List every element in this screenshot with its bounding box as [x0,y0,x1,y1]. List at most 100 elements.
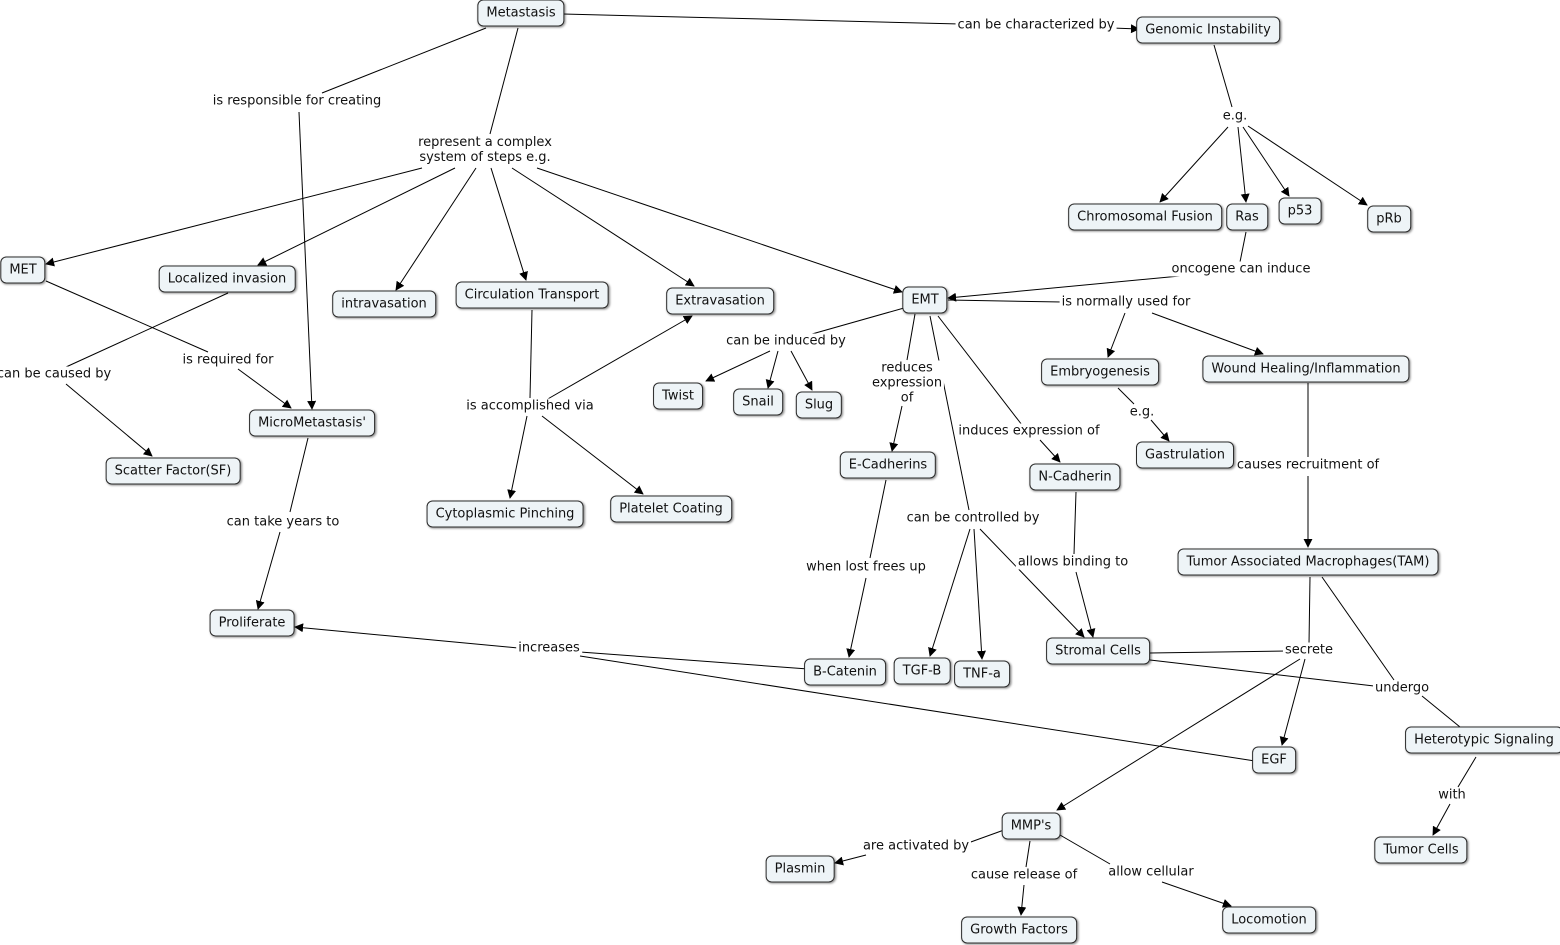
link-emt-normally [947,299,1063,303]
link-represent-extravasation [511,167,695,287]
node-genomic-instability[interactable]: Genomic Instability [1136,16,1280,44]
link-represent-emt [536,167,903,294]
link-induces-ncadherin [1039,439,1061,463]
link-embryogenesis-eg [1117,387,1135,405]
node-p53[interactable]: p53 [1278,197,1322,225]
link-emt-controlled [929,315,970,511]
node-platelet-coating[interactable]: Platelet Coating [610,495,732,523]
node-locomotion[interactable]: Locomotion [1222,906,1316,934]
label-can-be-controlled-by: can be controlled by [904,510,1042,526]
link-accomplished-extravasation [545,315,693,401]
node-micrometastasis[interactable]: MicroMetastasis' [249,409,375,437]
node-tnf-a[interactable]: TNF-a [954,660,1010,688]
node-prb[interactable]: pRb [1367,205,1411,233]
node-localized-invasion[interactable]: Localized invasion [158,265,296,293]
link-emt-reduces [906,313,916,361]
link-genomic-eg [1213,44,1233,108]
node-n-cadherin[interactable]: N-Cadherin [1029,463,1121,491]
link-required-micro [237,368,292,409]
node-circulation-transport[interactable]: Circulation Transport [455,281,609,309]
label-is-responsible-for-creating: is responsible for creating [210,93,384,109]
link-egf-increases [579,655,1256,762]
link-ncadherin-allows [1073,491,1077,555]
link-eg-ras [1237,126,1250,203]
label-can-be-characterized-by: can be characterized by [955,17,1117,33]
node-twist[interactable]: Twist [653,382,703,410]
label-can-take-years-to: can take years to [224,514,342,530]
node-emt[interactable]: EMT [902,286,948,314]
node-tam[interactable]: Tumor Associated Macrophages(TAM) [1177,548,1439,576]
label-oncogene-can-induce: oncogene can induce [1169,261,1313,277]
label-cause-release-of: cause release of [968,867,1080,883]
node-met[interactable]: MET [0,256,46,284]
label-secrete: secrete [1282,642,1336,658]
node-cytoplasmic-pinching[interactable]: Cytoplasmic Pinching [426,500,584,528]
link-metastasis-characterized [562,13,961,25]
link-activated-plasmin [834,854,867,866]
node-stromal-cells[interactable]: Stromal Cells [1046,637,1150,665]
link-cause-growth [1017,884,1027,916]
node-slug[interactable]: Slug [795,391,843,419]
link-heterotypic-with [1457,756,1477,788]
node-snail[interactable]: Snail [733,388,783,416]
node-mmps[interactable]: MMP's [1001,812,1061,840]
link-accomplished-platelet [541,415,644,495]
link-metastasis-represent [489,27,519,135]
link-allows-stromal [1075,571,1096,638]
label-represent-complex: represent a complex system of steps e.g. [416,135,554,165]
node-heterotypic-signaling[interactable]: Heterotypic Signaling [1405,726,1560,754]
link-tam-secrete [1308,576,1311,645]
link-mmps-cause [1025,840,1031,868]
link-eg-prb [1247,125,1368,206]
link-controlled-stromal [979,528,1085,638]
link-mmps-allow [1059,834,1111,865]
link-represent-met [45,167,423,267]
link-eg-chromosomal [1159,126,1229,203]
label-allow-cellular: allow cellular [1106,864,1196,880]
link-stromal-undergo [1149,659,1375,687]
link-secrete-mmps [1056,658,1301,811]
link-induced-twist [705,350,771,382]
link-metastasis-responsible [321,27,487,94]
link-eg-gastrulation [1150,419,1170,442]
node-ras[interactable]: Ras [1226,203,1268,231]
node-tumor-cells[interactable]: Tumor Cells [1374,836,1468,864]
link-oncogene-emt [947,275,1181,302]
label-can-be-induced-by: can be induced by [724,333,848,349]
node-plasmin[interactable]: Plasmin [765,855,835,883]
link-normally-embryogenesis [1106,312,1126,358]
node-growth-factors[interactable]: Growth Factors [961,916,1077,944]
link-reduces-ecadherins [889,405,903,452]
node-intravasation[interactable]: intravasation [332,290,436,318]
node-embryogenesis[interactable]: Embryogenesis [1041,358,1159,386]
link-stromal-secrete [1149,650,1288,654]
node-gastrulation[interactable]: Gastrulation [1136,441,1234,469]
label-is-required-for: is required for [180,352,276,368]
node-proliferate[interactable]: Proliferate [209,609,295,637]
link-circulation-accomplished [529,309,533,399]
link-represent-intravasation [395,167,477,291]
node-b-catenin[interactable]: B-Catenin [804,658,886,686]
link-undergo-heterotypic [1421,695,1461,728]
link-emt-induces [937,315,1023,426]
node-egf[interactable]: EGF [1252,746,1296,774]
node-chromosomal-fusion[interactable]: Chromosomal Fusion [1068,203,1222,231]
link-induced-slug [790,350,813,391]
label-increases: increases [516,640,582,656]
node-e-cadherins[interactable]: E-Cadherins [839,451,937,479]
node-extravasation[interactable]: Extravasation [666,287,774,315]
label-causes-recruitment-of: causes recruitment of [1234,457,1382,473]
link-eg-p53 [1242,126,1290,197]
link-normally-wound [1151,312,1264,356]
node-tgf-b[interactable]: TGF-B [893,657,951,685]
label-undergo: undergo [1372,680,1432,696]
link-controlled-tnfa [973,528,986,660]
node-wound-healing[interactable]: Wound Healing/Inflammation [1202,355,1410,383]
label-eg-genomic: e.g. [1220,108,1250,124]
label-when-lost-frees-up: when lost frees up [804,559,928,575]
label-is-normally-used-for: is normally used for [1059,294,1193,310]
node-scatter-factor[interactable]: Scatter Factor(SF) [105,457,241,485]
label-with: with [1436,787,1468,803]
node-metastasis[interactable]: Metastasis [477,0,565,27]
